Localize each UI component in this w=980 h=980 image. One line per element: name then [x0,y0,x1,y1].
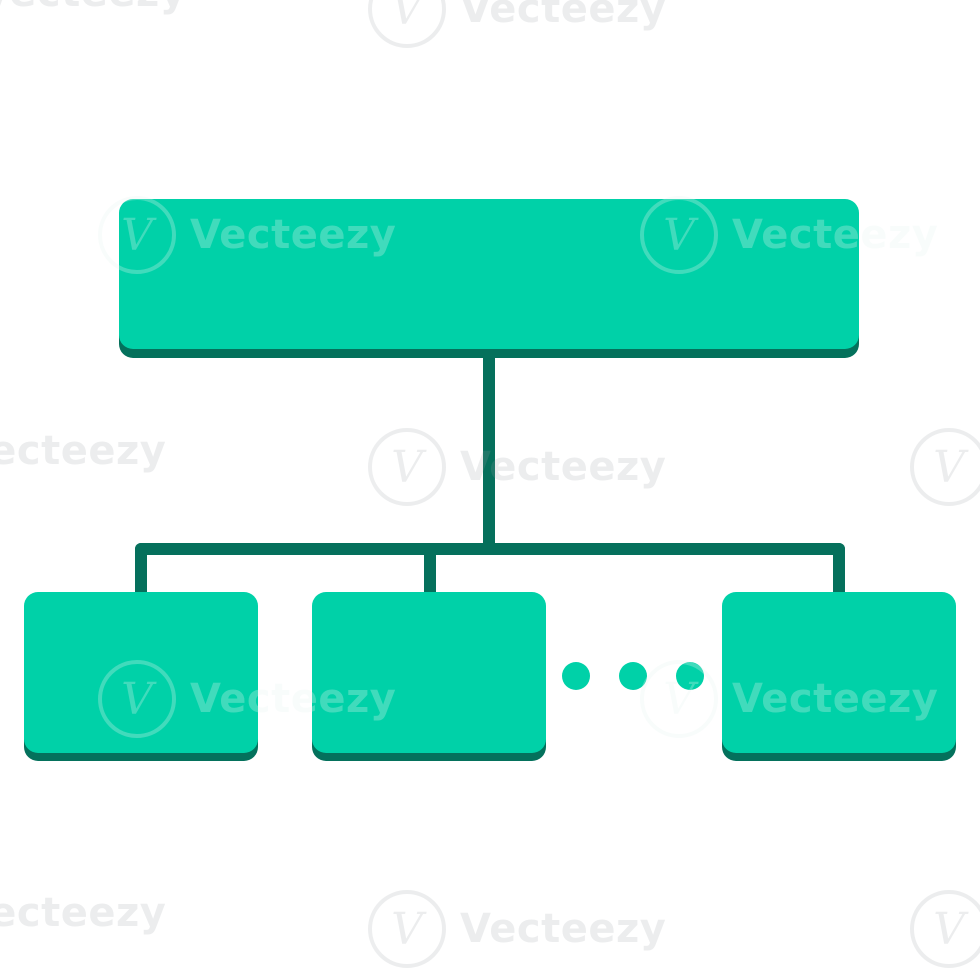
child-node-3-box [722,592,956,753]
child-node-2-box [312,592,546,753]
root-node [119,199,859,358]
child-node-1-box [24,592,258,753]
ellipsis-dots [562,662,704,690]
connector-lines [135,350,845,602]
child-node-3 [722,592,956,761]
root-node-box [119,199,859,349]
ellipsis-dot-2 [619,662,647,690]
ellipsis-dot-1 [562,662,590,690]
ellipsis-dot-3 [676,662,704,690]
child-node-2 [312,592,546,761]
child-node-1 [24,592,258,761]
